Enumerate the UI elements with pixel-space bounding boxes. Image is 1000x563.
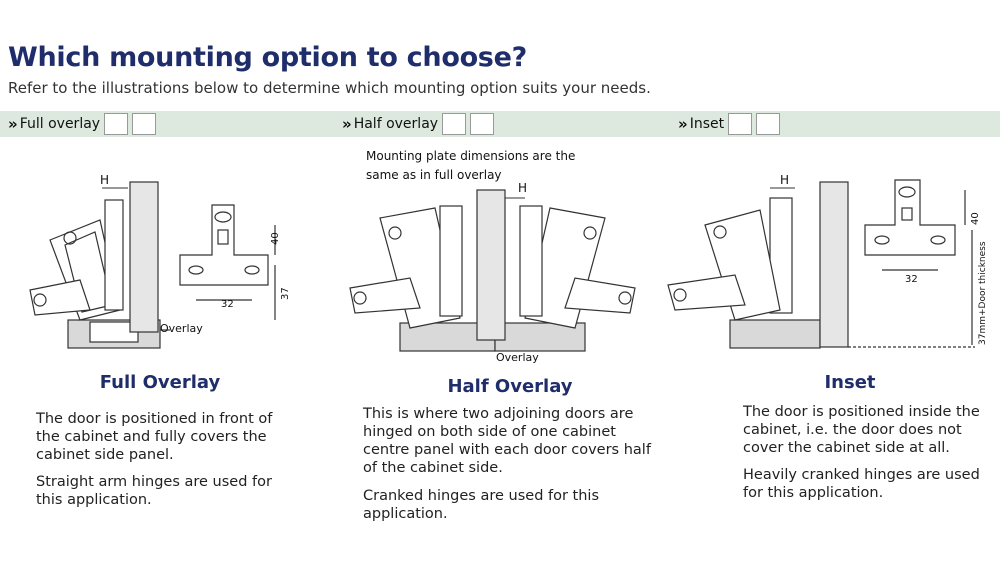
full-overlay-diagram: H Overlay 32 40 37 (29, 173, 291, 349)
option-half-overlay[interactable]: » Half overlay (342, 111, 495, 137)
section-title-inset: Inset (824, 372, 876, 393)
h-label: H (780, 173, 789, 187)
option-inset[interactable]: » Inset (678, 111, 781, 137)
hinge-arm-icon (442, 113, 467, 135)
overlay-label: Overlay (160, 322, 203, 335)
half-overlay-desc: This is where two adjoining doors are hi… (363, 406, 651, 476)
dim-32-label: 32 (905, 274, 918, 285)
hinge-mount-icon (756, 113, 781, 135)
option-full-overlay[interactable]: » Full overlay (8, 111, 157, 137)
half-overlay-diagram: H Overlay (349, 181, 636, 364)
h-label: H (100, 173, 109, 187)
double-chevron-icon: » (8, 115, 18, 133)
double-chevron-icon: » (678, 115, 688, 133)
dim-32-label: 32 (221, 299, 234, 310)
page-subtitle: Refer to the illustrations below to dete… (8, 79, 651, 97)
hinge-arm-icon (728, 113, 753, 135)
dim-inset-label: 37mm+Door thickness (978, 241, 988, 345)
inset-hinge-note: Heavily cranked hinges are used for this… (743, 467, 980, 501)
hinge-mount-icon (132, 113, 157, 135)
options-band (0, 111, 1000, 137)
dim-37-label: 37 (280, 287, 291, 300)
option-label: Half overlay (353, 116, 439, 132)
dim-40-label: 40 (270, 232, 281, 245)
full-overlay-desc: The door is positioned in front of the c… (36, 411, 273, 463)
overlay-label: Overlay (496, 351, 539, 364)
dim-40-label: 40 (970, 212, 981, 225)
double-chevron-icon: » (342, 115, 352, 133)
inset-diagram: H 32 40 37mm+Door thickness (667, 173, 988, 349)
half-overlay-hinge-note: Cranked hinges are used for this applica… (363, 488, 600, 522)
h-label: H (518, 181, 527, 195)
page-title: Which mounting option to choose? (8, 42, 527, 73)
section-title-half-overlay: Half Overlay (447, 376, 573, 397)
full-overlay-hinge-note: Straight arm hinges are used for this ap… (36, 474, 272, 508)
hinge-mount-icon (470, 113, 495, 135)
hinge-arm-icon (104, 113, 129, 135)
section-title-full-overlay: Full Overlay (99, 372, 221, 393)
half-overlay-note: Mounting plate dimensions are the same a… (366, 149, 576, 182)
inset-desc: The door is positioned inside the cabine… (743, 404, 980, 456)
option-label: Full overlay (19, 116, 101, 132)
option-label: Inset (689, 116, 725, 132)
